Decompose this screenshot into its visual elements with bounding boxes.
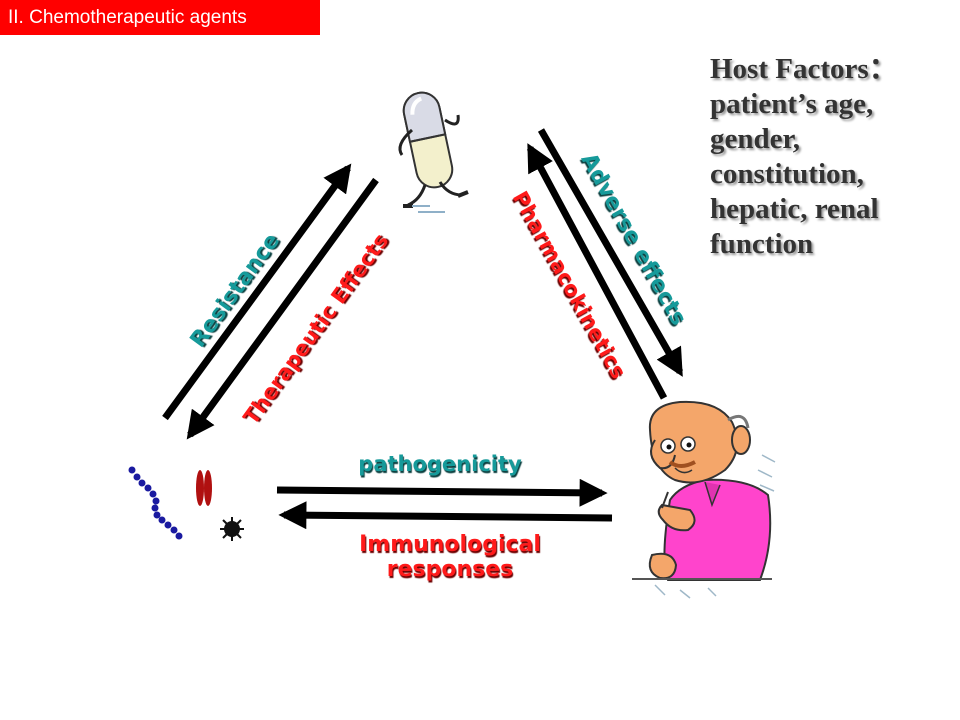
therapeutic-effects-arrow (186, 177, 379, 440)
walking-capsule-icon (398, 91, 469, 213)
host-factors-line: function (710, 228, 814, 260)
pathogenicity-label: pathogenicity (358, 452, 522, 476)
host-factors-line: constitution, (710, 158, 864, 190)
immunological-label-line2: responses (386, 557, 514, 582)
host-factors-line: gender, (710, 123, 800, 155)
adverse-effects-arrow (537, 128, 684, 377)
elderly-patient-icon (632, 400, 776, 599)
host-factors-line: hepatic, renal (710, 193, 879, 225)
host-factors-title: Host Factors： (710, 53, 898, 85)
pharmacokinetics-arrow (526, 143, 668, 400)
pathogenicity-arrow (276, 478, 608, 507)
section-header: II. Chemotherapeutic agents (0, 0, 320, 35)
immunological-label-line1: Immunological (359, 532, 541, 557)
resistance-arrow (162, 163, 352, 421)
immunological-label: Immunological responses (320, 532, 580, 582)
immunological-arrow (278, 501, 613, 530)
host-factors-text: Host Factors： patient’s age, gender, con… (710, 52, 950, 262)
host-factors-line: patient’s age, (710, 88, 874, 120)
microorganisms-icon (128, 466, 244, 541)
